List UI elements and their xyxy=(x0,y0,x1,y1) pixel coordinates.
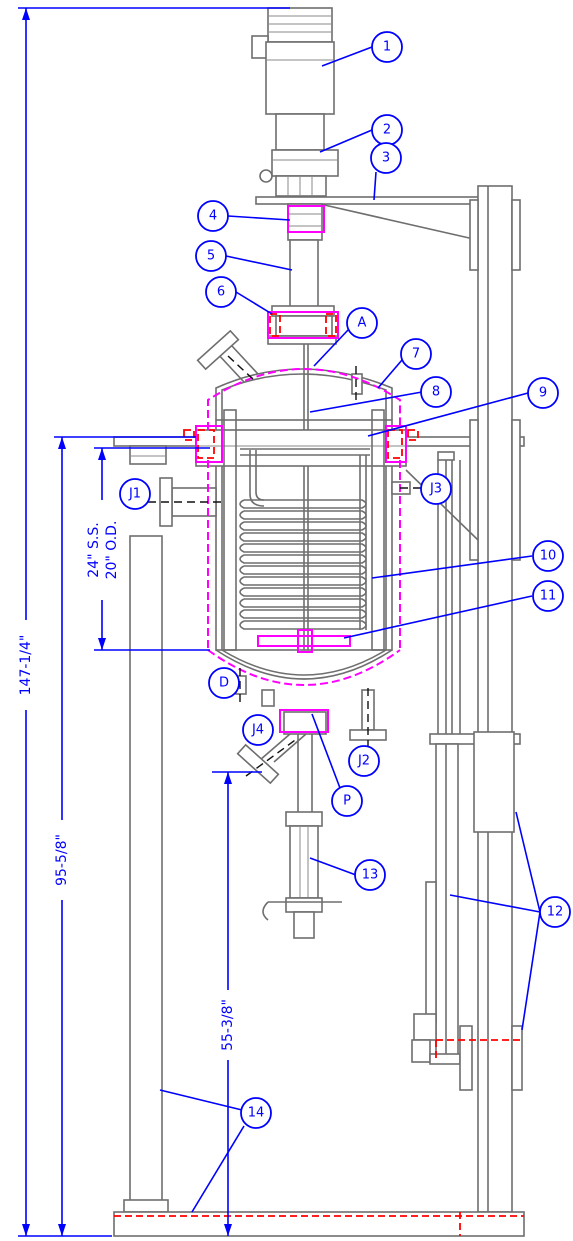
coil-turn xyxy=(239,620,367,630)
callout-a: A xyxy=(346,307,378,339)
callout-6-label: 6 xyxy=(217,285,225,300)
callout-6: 6 xyxy=(205,276,237,308)
agitator-impeller xyxy=(257,635,351,647)
center-lines xyxy=(148,355,422,777)
callout-13-label: 13 xyxy=(362,868,379,883)
leader-lines xyxy=(159,46,541,1213)
coil-turn xyxy=(239,543,367,553)
coil-turn xyxy=(239,576,367,586)
callout-3: 3 xyxy=(370,142,402,174)
coil-turn xyxy=(239,565,367,575)
dimension-overall-height: 147-1/4" xyxy=(18,635,34,696)
support-column xyxy=(405,185,523,1213)
baffles xyxy=(223,409,385,651)
discharge-valve xyxy=(262,734,342,939)
callout-j2: J2 xyxy=(348,745,380,777)
coil-turn xyxy=(239,554,367,564)
equipment-linework xyxy=(113,7,525,1237)
callout-a-label: A xyxy=(358,316,367,331)
support-legs xyxy=(123,535,169,1213)
callout-9-label: 9 xyxy=(539,386,547,401)
callout-d: D xyxy=(208,667,240,699)
callout-11: 11 xyxy=(532,580,564,612)
coil-turn xyxy=(239,499,367,509)
coil-turn xyxy=(239,587,367,597)
callout-8-label: 8 xyxy=(432,385,440,400)
coil-turn xyxy=(239,510,367,520)
callout-7-label: 7 xyxy=(412,347,420,362)
coil-turn xyxy=(239,521,367,531)
callout-j2-label: J2 xyxy=(357,754,370,769)
gear-reducer xyxy=(259,149,339,197)
motor xyxy=(251,7,335,151)
callout-j1-label: J1 xyxy=(128,487,141,502)
callout-4: 4 xyxy=(197,200,229,232)
callout-1-label: 1 xyxy=(383,40,391,55)
callout-8: 8 xyxy=(420,376,452,408)
callout-j4: J4 xyxy=(242,714,274,746)
callout-j3-label: J3 xyxy=(429,482,442,497)
callout-10: 10 xyxy=(532,540,564,572)
body-flange-and-ring xyxy=(113,429,525,467)
callout-5: 5 xyxy=(195,240,227,272)
coil-turn xyxy=(239,532,367,542)
callout-p-label: P xyxy=(343,794,351,809)
jacket-outline xyxy=(195,205,407,733)
dimension-outlet-height: 55-3/8" xyxy=(220,999,236,1051)
callout-7: 7 xyxy=(400,338,432,370)
callout-2-label: 2 xyxy=(383,123,391,138)
callout-11-label: 11 xyxy=(540,589,557,604)
coil-turn xyxy=(239,598,367,608)
cooling-coil xyxy=(239,448,370,630)
callout-3-label: 3 xyxy=(382,151,390,166)
callout-14: 14 xyxy=(240,1097,272,1129)
callout-d-label: D xyxy=(219,676,229,691)
callout-14-label: 14 xyxy=(248,1106,265,1121)
callout-p: P xyxy=(331,785,363,817)
callout-j3: J3 xyxy=(420,473,452,505)
callout-12: 12 xyxy=(539,896,571,928)
callout-1: 1 xyxy=(371,31,403,63)
callout-12-label: 12 xyxy=(547,905,564,920)
callout-j1: J1 xyxy=(119,478,151,510)
dimension-lines xyxy=(18,7,290,1237)
callout-j4-label: J4 xyxy=(251,723,264,738)
callout-4-label: 4 xyxy=(209,209,217,224)
coupling-and-shaft xyxy=(287,203,323,309)
callout-2: 2 xyxy=(371,114,403,146)
callout-5-label: 5 xyxy=(207,249,215,264)
dimension-shell-length: 24" S.S. xyxy=(86,522,102,577)
callout-10-label: 10 xyxy=(540,549,557,564)
dimension-shell-diameter: 20" O.D. xyxy=(104,521,120,580)
dimension-vessel-height: 95-5/8" xyxy=(54,834,70,886)
coil-turn xyxy=(239,609,367,619)
callout-9: 9 xyxy=(527,377,559,409)
red-accents xyxy=(114,313,524,1236)
callout-13: 13 xyxy=(354,859,386,891)
